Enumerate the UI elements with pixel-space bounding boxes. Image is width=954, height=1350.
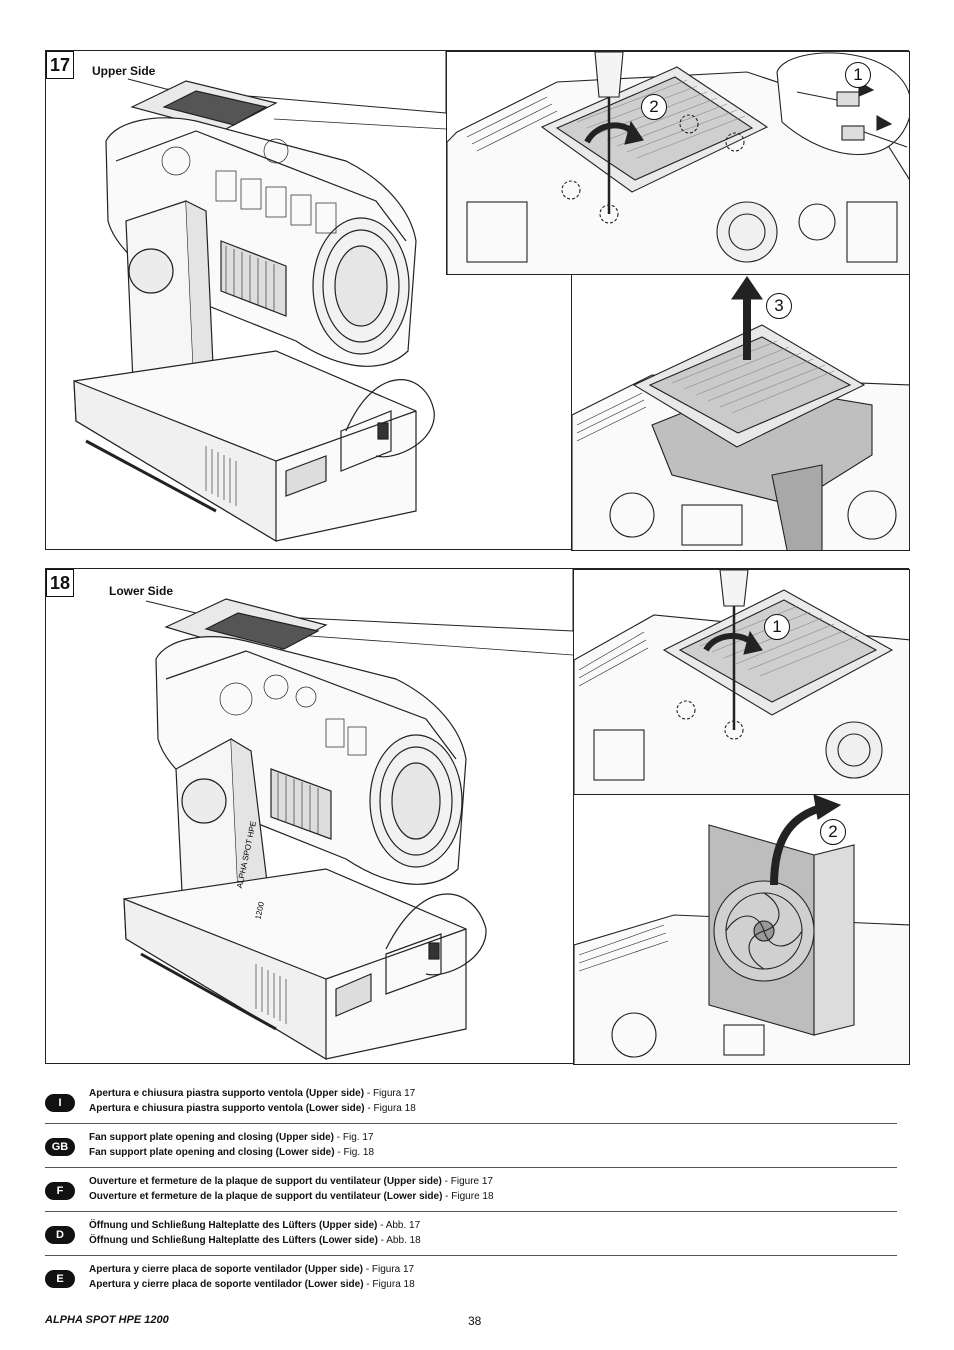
step-panel-lift-plate: 3 [571, 274, 910, 551]
caption-block-fr: F Ouverture et fermeture de la plaque de… [45, 1168, 897, 1212]
caption-block-gb: GB Fan support plate opening and closing… [45, 1124, 897, 1168]
caption-line: Apertura y cierre placa de soporte venti… [89, 1264, 415, 1275]
page-number: 38 [468, 1314, 482, 1328]
step-badge: 1 [845, 62, 871, 88]
step-badge: 3 [766, 293, 792, 319]
language-badge: D [45, 1226, 75, 1244]
language-badge: GB [45, 1138, 75, 1156]
caption-line: Fan support plate opening and closing (L… [89, 1147, 375, 1158]
step-panel-unscrew: 1 2 [446, 51, 910, 275]
step-panel-swing-fan: 2 [573, 794, 910, 1065]
figure-18: 18 Lower Side [45, 568, 910, 1065]
figure-number: 17 [46, 51, 74, 79]
caption-line: Apertura e chiusura piastra supporto ven… [89, 1088, 416, 1099]
caption-block-it: I Apertura e chiusura piastra supporto v… [45, 1080, 897, 1124]
language-badge: I [45, 1094, 75, 1112]
figure-number: 18 [46, 569, 74, 597]
step-badge: 2 [820, 819, 846, 845]
caption-line: Ouverture et fermeture de la plaque de s… [89, 1176, 493, 1187]
language-badge: E [45, 1270, 75, 1288]
product-name: ALPHA SPOT HPE 1200 [45, 1314, 169, 1326]
step-badge: 1 [764, 614, 790, 640]
caption-line: Apertura y cierre placa de soporte venti… [89, 1279, 415, 1290]
caption-line: Öffnung und Schließung Halteplatte des L… [89, 1220, 421, 1231]
arm-model: 1200 [254, 901, 267, 921]
moving-head-illustration: ALPHA SPOT HPE 1200 [123, 569, 573, 1061]
caption-line: Öffnung und Schließung Halteplatte des L… [89, 1235, 421, 1246]
language-badge: F [45, 1182, 75, 1200]
figure-17: 17 Upper Side [45, 50, 910, 551]
moving-head-illustration [73, 51, 446, 543]
caption-block-es: E Apertura y cierre placa de soporte ven… [45, 1256, 897, 1300]
step-panel-unscrew: 1 [573, 569, 910, 795]
caption-line: Apertura e chiusura piastra supporto ven… [89, 1103, 416, 1114]
caption-line: Fan support plate opening and closing (U… [89, 1132, 374, 1143]
step-badge: 2 [641, 94, 667, 120]
side-label: Lower Side [109, 584, 174, 598]
caption-line: Ouverture et fermeture de la plaque de s… [89, 1191, 494, 1202]
side-label: Upper Side [92, 64, 156, 78]
caption-block-de: D Öffnung und Schließung Halteplatte des… [45, 1212, 897, 1256]
